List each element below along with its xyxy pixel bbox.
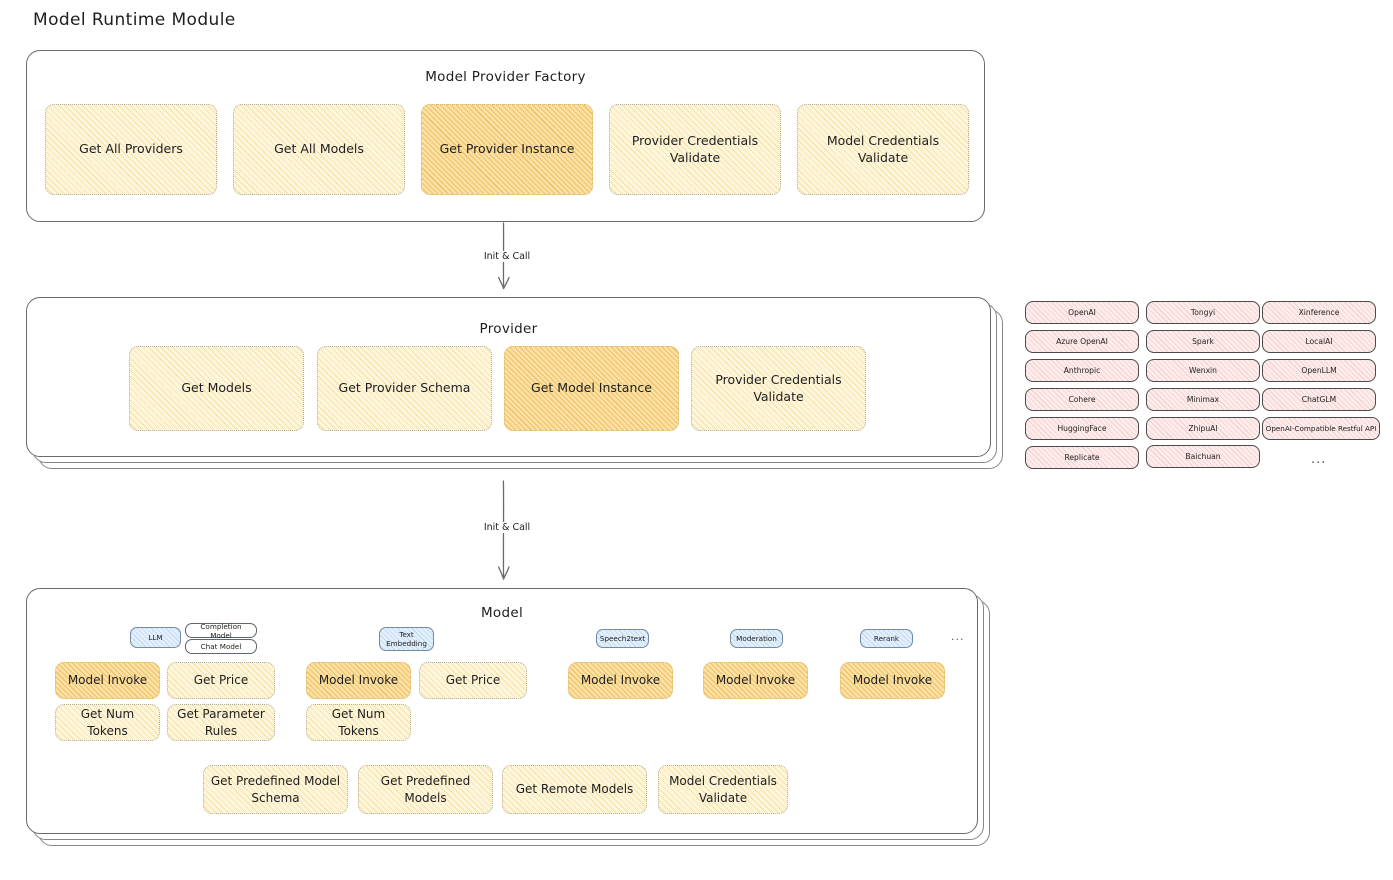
provider-chip-anthropic[interactable]: Anthropic [1025,359,1139,382]
model-type-tag-completion-model[interactable]: Completion Model [185,622,257,640]
speech2text-method-model-invoke[interactable]: Model Invoke [568,662,673,699]
llm-method-get-num-tokens[interactable]: Get Num Tokens [55,704,160,741]
model-type-tag-llm[interactable]: LLM [130,627,181,648]
model-type-tag-rerank[interactable]: Rerank [860,629,913,648]
provider-chip-azure-openai[interactable]: Azure OpenAI [1025,330,1139,353]
provider-method-get-models[interactable]: Get Models [129,346,304,431]
arrow-2-svg [497,480,510,580]
factory-method-provider-credentials-validate[interactable]: Provider Credentials Validate [609,104,781,195]
model-shared-method-model-credentials-validate[interactable]: Model Credentials Validate [658,765,788,814]
provider-list-more-ellipsis: ... [1311,452,1327,467]
model-type-tag-chat-model[interactable]: Chat Model [185,639,257,654]
provider-chip-localai[interactable]: LocalAI [1262,330,1376,353]
provider-chip-wenxin[interactable]: Wenxin [1146,359,1260,382]
llm-method-get-price[interactable]: Get Price [167,662,275,699]
model-provider-factory-title: Model Provider Factory [425,69,586,85]
provider-chip-openai[interactable]: OpenAI [1025,301,1139,324]
provider-chip-baichuan[interactable]: Baichuan [1146,445,1260,468]
model-title: Model [480,605,524,621]
model-type-tag-text-embedding[interactable]: Text Embedding [379,627,434,651]
text-embedding-method-get-price[interactable]: Get Price [419,662,527,699]
provider-method-get-model-instance[interactable]: Get Model Instance [504,346,679,431]
rerank-method-model-invoke[interactable]: Model Invoke [840,662,945,699]
provider-chip-cohere[interactable]: Cohere [1025,388,1139,411]
provider-chip-zhipuai[interactable]: ZhipuAI [1146,417,1260,440]
provider-chip-xinference[interactable]: Xinference [1262,301,1376,324]
text-embedding-method-get-num-tokens[interactable]: Get Num Tokens [306,704,411,741]
model-shared-method-get-predefined-models[interactable]: Get Predefined Models [358,765,493,814]
arrow-2-label: Init & Call [462,522,552,533]
provider-chip-replicate[interactable]: Replicate [1025,446,1139,469]
provider-chip-tongyi[interactable]: Tongyi [1146,301,1260,324]
arrow-1-label: Init & Call [462,251,552,262]
model-types-more-ellipsis: ... [951,630,965,643]
provider-title: Provider [479,321,538,337]
provider-method-get-provider-schema[interactable]: Get Provider Schema [317,346,492,431]
llm-method-get-parameter-rules[interactable]: Get Parameter Rules [167,704,275,741]
provider-chip-spark[interactable]: Spark [1146,330,1260,353]
llm-method-model-invoke[interactable]: Model Invoke [55,662,160,699]
provider-chip-openllm[interactable]: OpenLLM [1262,359,1376,382]
text-embedding-method-model-invoke[interactable]: Model Invoke [306,662,411,699]
factory-method-get-all-models[interactable]: Get All Models [233,104,405,195]
model-shared-method-get-predefined-model-schema[interactable]: Get Predefined Model Schema [203,765,348,814]
moderation-method-model-invoke[interactable]: Model Invoke [703,662,808,699]
factory-method-get-provider-instance[interactable]: Get Provider Instance [421,104,593,195]
provider-chip-chatglm[interactable]: ChatGLM [1262,388,1376,411]
provider-chip-huggingface[interactable]: HuggingFace [1025,417,1139,440]
model-type-tag-moderation[interactable]: Moderation [730,629,783,648]
page-title: Model Runtime Module [33,10,236,30]
factory-method-get-all-providers[interactable]: Get All Providers [45,104,217,195]
provider-chip-openai-compatible-restful-api[interactable]: OpenAI-Compatible Restful API [1262,417,1380,440]
provider-method-provider-credentials-validate[interactable]: Provider Credentials Validate [691,346,866,431]
factory-method-model-credentials-validate[interactable]: Model Credentials Validate [797,104,969,195]
provider-chip-minimax[interactable]: Minimax [1146,388,1260,411]
arrow-provider-to-model [470,480,540,592]
model-shared-method-get-remote-models[interactable]: Get Remote Models [502,765,647,814]
model-type-tag-speech2text[interactable]: Speech2text [596,629,649,648]
